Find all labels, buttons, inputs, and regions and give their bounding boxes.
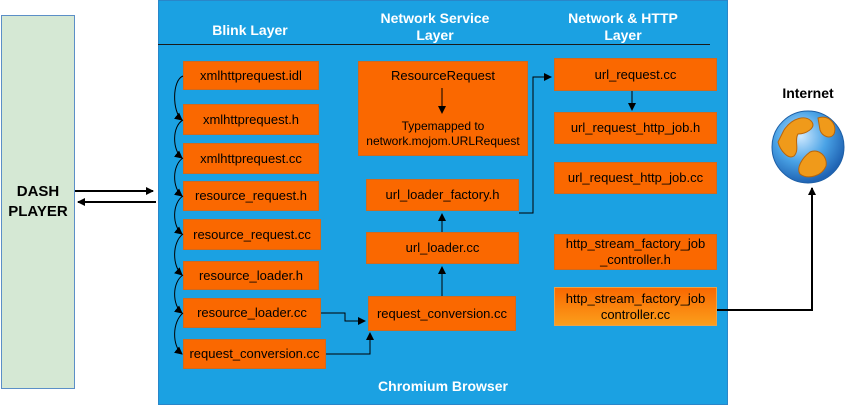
- blink-chain-connectors: [174, 75, 184, 355]
- blink-conversion-to-service-arrow: [326, 332, 374, 355]
- file-xmlhttprequest-idl: xmlhttprequest.idl: [183, 61, 319, 90]
- file-url-request-cc: url_request.cc: [554, 58, 717, 91]
- file-resource-loader-cc: resource_loader.cc: [183, 298, 321, 328]
- internet-label: Internet: [782, 85, 834, 101]
- file-url-request-http-job-h: url_request_http_job.h: [554, 112, 717, 144]
- dash-player-box: DASH PLAYER: [1, 15, 75, 389]
- dash-player-label: DASH PLAYER: [8, 183, 68, 220]
- layer-header-divider: [158, 44, 710, 45]
- network-http-layer-title: Network & HTTP Layer: [568, 10, 678, 43]
- file-http-stream-factory-job-controller-h: http_stream_factory_job _controller.h: [554, 234, 717, 270]
- file-resource-request-cc: resource_request.cc: [183, 219, 321, 250]
- file-resource-loader-h: resource_loader.h: [183, 261, 319, 290]
- file-xmlhttprequest-cc: xmlhttprequest.cc: [183, 143, 319, 174]
- factory-to-url-request-arrow: [519, 73, 552, 214]
- typemap-note: Typemapped to network.mojom.URLRequest: [366, 119, 520, 148]
- resource-request-label: ResourceRequest: [390, 68, 496, 83]
- globe-icon: [771, 110, 845, 184]
- chromium-browser-label: Chromium Browser: [378, 378, 508, 394]
- file-url-request-http-job-cc: url_request_http_job.cc: [554, 162, 717, 194]
- file-resource-request-h: resource_request.h: [183, 181, 319, 211]
- file-http-stream-factory-job-controller-cc: http_stream_factory_job controller.cc: [554, 287, 717, 326]
- blink-layer-title: Blink Layer: [212, 22, 288, 38]
- loader-to-conversion-arrow: [321, 312, 366, 325]
- file-xmlhttprequest-h: xmlhttprequest.h: [183, 104, 319, 135]
- file-request-conversion-cc-blink: request_conversion.cc: [183, 339, 326, 369]
- network-service-layer-title: Network Service Layer: [380, 10, 490, 43]
- controller-to-internet-arrow: [717, 187, 816, 311]
- file-request-conversion-cc-service: request_conversion.cc: [368, 296, 516, 331]
- file-url-loader-cc: url_loader.cc: [366, 232, 519, 264]
- file-url-loader-factory-h: url_loader_factory.h: [366, 179, 519, 211]
